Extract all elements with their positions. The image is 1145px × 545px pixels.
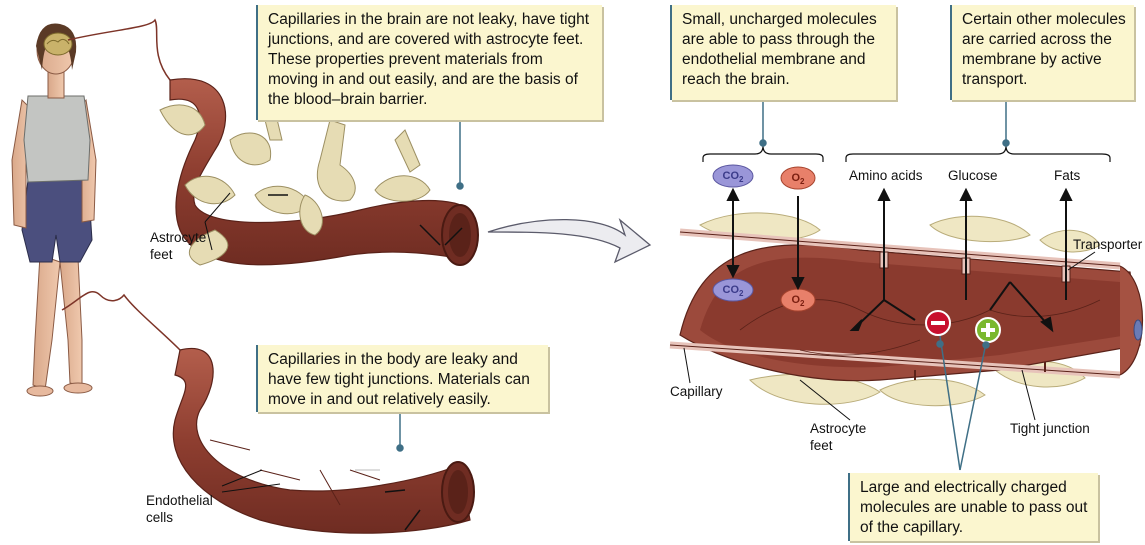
co2-molecule-bottom bbox=[712, 278, 754, 302]
glucose-label: Glucose bbox=[948, 168, 998, 183]
human-figure bbox=[11, 23, 97, 397]
body-capillary bbox=[172, 347, 475, 534]
o2-label-top: O2 bbox=[791, 172, 805, 187]
active-transport-callout: Certain other molecules are carried acro… bbox=[950, 5, 1134, 100]
brain-capillaries-callout: Capillaries in the brain are not leaky, … bbox=[256, 5, 602, 120]
small-molecules-bracket bbox=[702, 145, 824, 162]
brain-capillary bbox=[159, 78, 479, 266]
astrocyte-feet-label-left: Astrocyte feet bbox=[150, 230, 207, 262]
co2-label-bottom: CO2 bbox=[722, 284, 744, 299]
o2-molecule-top bbox=[780, 166, 816, 190]
negative-ion bbox=[925, 310, 951, 336]
large-molecules-callout: Large and electrically charged molecules… bbox=[848, 473, 1098, 541]
o2-label-bottom: O2 bbox=[791, 294, 805, 309]
transition-arrow bbox=[487, 218, 652, 264]
capillary-label: Capillary bbox=[670, 384, 723, 399]
transporter-label: Transporter bbox=[1073, 237, 1143, 252]
fats-label: Fats bbox=[1054, 168, 1081, 183]
positive-ion bbox=[975, 317, 1001, 343]
endothelial-cells-label: Endothelial cells bbox=[146, 493, 213, 525]
tight-junction-label: Tight junction bbox=[1010, 421, 1090, 436]
active-transport-bracket bbox=[845, 145, 1111, 162]
astrocyte-feet-label-right: Astrocyte feet bbox=[810, 421, 867, 453]
amino-acids-label: Amino acids bbox=[849, 168, 923, 183]
capillary-cross-section bbox=[669, 212, 1143, 407]
co2-label-top: CO2 bbox=[722, 170, 744, 185]
small-molecules-callout: Small, uncharged molecules are able to p… bbox=[670, 5, 896, 100]
co2-molecule-top bbox=[712, 164, 754, 188]
body-capillaries-callout: Capillaries in the body are leaky and ha… bbox=[256, 345, 548, 412]
